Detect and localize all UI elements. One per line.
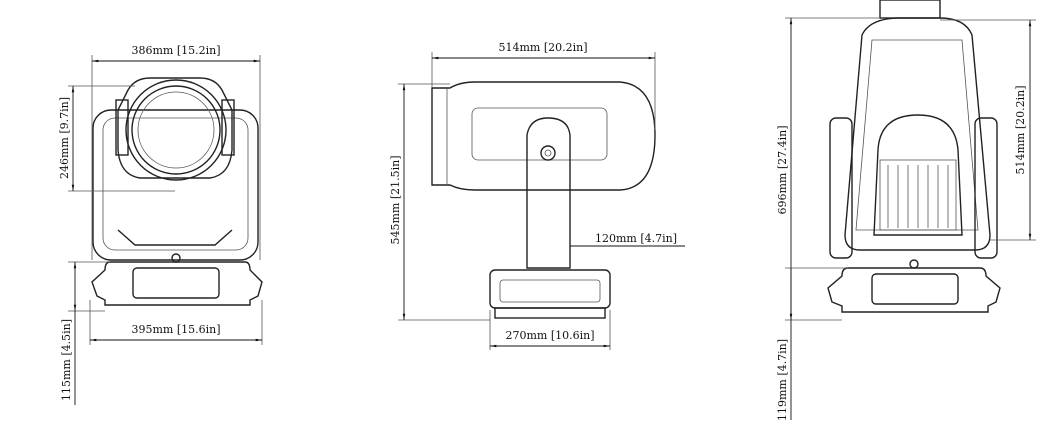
- side-arm-offset-label: 120mm [4.7in]: [595, 232, 677, 245]
- front-base-width-label: 395mm [15.6in]: [131, 323, 220, 336]
- front-head-height-label: 246mm [9.7in]: [58, 97, 71, 179]
- front-base-height-label: 115mm [4.5in]: [60, 319, 73, 401]
- front-width-label: 386mm [15.2in]: [131, 44, 220, 57]
- back-view: 696mm [27.4in] 514mm [20.2in] 119mm [4.7…: [776, 0, 1036, 421]
- side-base-width-label: 270mm [10.6in]: [505, 329, 594, 342]
- back-head-length-label: 514mm [20.2in]: [1014, 85, 1027, 174]
- side-view: 514mm [20.2in] 545mm [21.5in] 120mm [4.7…: [389, 41, 685, 350]
- side-height-label: 545mm [21.5in]: [389, 155, 402, 244]
- side-length-label: 514mm [20.2in]: [498, 41, 587, 54]
- front-view: 386mm [15.2in] 246mm [9.7in] 115mm [4.5i…: [58, 44, 263, 405]
- back-total-height-label: 696mm [27.4in]: [776, 125, 789, 214]
- back-base-height-label: 119mm [4.7in]: [776, 339, 789, 421]
